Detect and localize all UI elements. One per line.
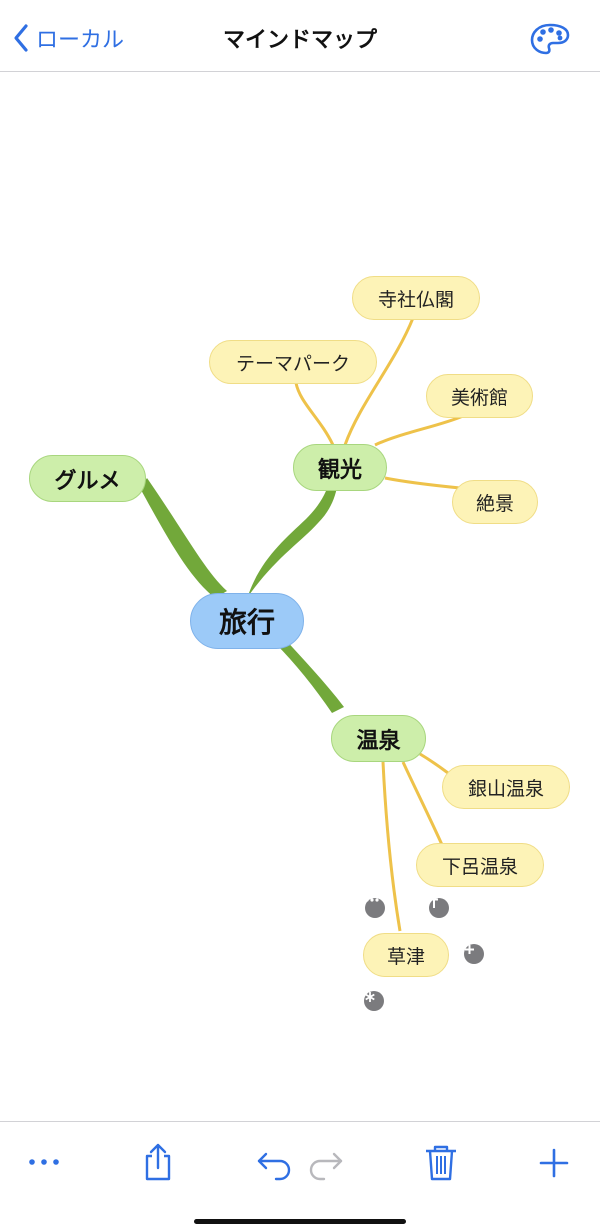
more-options-icon[interactable] [365,898,385,918]
palette-icon[interactable] [530,22,570,56]
redo-icon[interactable] [306,1142,346,1182]
connector-lines [140,317,464,932]
back-label: ローカル [36,28,125,53]
root-node[interactable]: 旅行 [190,593,304,649]
bottom-toolbar [0,1121,600,1224]
page-title: マインドマップ [222,28,377,53]
mindmap-canvas[interactable]: 旅行 グルメ 観光 温泉 寺社仏閣 テーマパーク 美術館 絶景 銀山温泉 下呂温… [0,73,600,1121]
text-format-icon[interactable] [429,898,449,918]
undo-icon[interactable] [254,1142,294,1182]
node-sightseeing[interactable]: 観光 [293,444,387,491]
node-temples-shrines[interactable]: 寺社仏閣 [352,276,480,320]
more-icon[interactable] [24,1142,64,1182]
share-icon[interactable] [138,1142,178,1182]
node-onsen[interactable]: 温泉 [331,715,426,762]
trash-icon[interactable] [421,1142,461,1182]
chevron-left-icon [14,24,28,52]
node-gourmet[interactable]: グルメ [29,455,146,502]
node-scenic-view[interactable]: 絶景 [452,480,538,524]
node-kusatsu[interactable]: 草津 [363,933,449,977]
node-theme-park[interactable]: テーマパーク [209,340,377,384]
node-gero-onsen[interactable]: 下呂温泉 [416,843,544,887]
back-button[interactable]: ローカル [12,20,124,56]
add-icon[interactable] [534,1142,574,1182]
home-indicator [194,1219,406,1224]
asterisk-icon[interactable] [364,991,384,1011]
node-ginzan-onsen[interactable]: 銀山温泉 [442,765,570,809]
navigation-bar: ローカル マインドマップ [0,0,600,72]
add-child-icon[interactable] [464,944,484,964]
node-art-museum[interactable]: 美術館 [426,374,533,418]
